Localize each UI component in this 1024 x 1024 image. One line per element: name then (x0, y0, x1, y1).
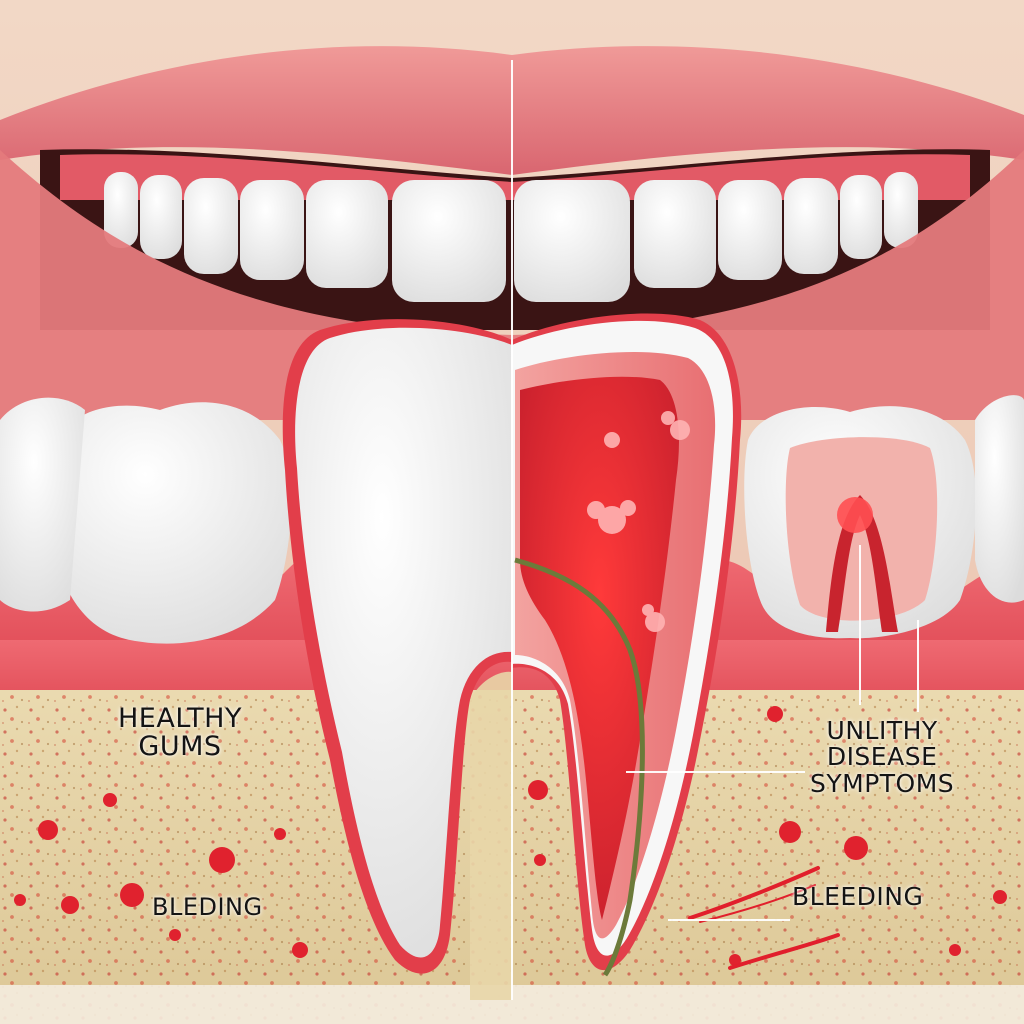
diseased-tooth-half (512, 313, 742, 977)
unhealthy-label-line2: DISEASE (826, 742, 938, 772)
healthy-tooth-half (282, 319, 512, 974)
unhealthy-label-line3: SYMPTOMS (810, 768, 955, 798)
bleeding-streaks (688, 866, 840, 970)
bleeding-right-label: BLEEDING (792, 882, 924, 911)
right-molar (744, 395, 1024, 639)
blood-spots (14, 706, 1007, 966)
healthy-label-line1: HEALTHY (118, 703, 242, 734)
left-molar (0, 397, 292, 644)
healthy-label-line2: GUMS (138, 731, 222, 763)
unhealthy-label-line1: UNLITHY (826, 716, 938, 745)
upper-teeth (104, 172, 918, 302)
bleeding-left-label: BLEDING (152, 893, 263, 921)
unhealthy-symptoms-label: UNLITHY DISEASE SYMPTOMS (810, 716, 955, 798)
lower-lip (0, 150, 1024, 420)
healthy-gums-label: HEALTHY GUMS (118, 703, 242, 763)
leader-lines (511, 60, 919, 1000)
